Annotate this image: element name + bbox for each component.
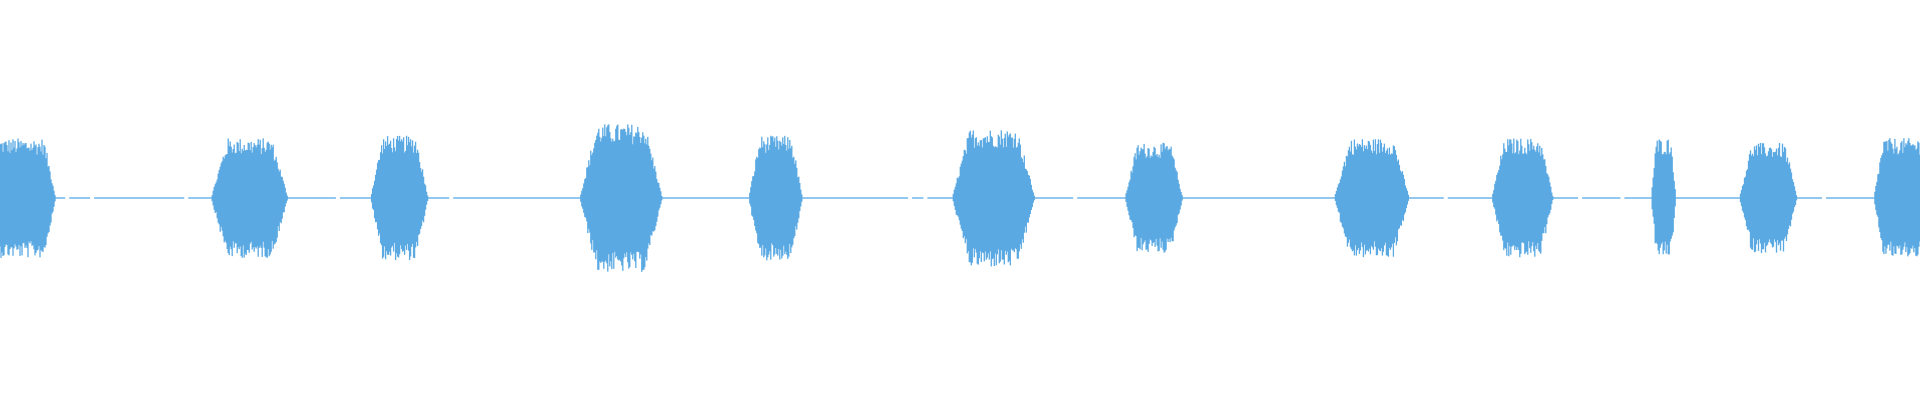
- waveform-burst: [952, 130, 1035, 267]
- waveform-burst: [1874, 138, 1920, 257]
- waveform-segment[interactable]: [370, 135, 429, 261]
- waveform-burst: [211, 138, 288, 258]
- waveform-burst: [0, 138, 56, 258]
- waveform-burst: [1125, 142, 1183, 253]
- waveform-segment[interactable]: [0, 138, 56, 258]
- waveform-burst: [1334, 139, 1410, 258]
- waveform-segment[interactable]: [1125, 142, 1183, 253]
- waveform-segment[interactable]: [1739, 143, 1798, 254]
- waveform-burst: [1492, 138, 1554, 258]
- waveform-segment[interactable]: [952, 130, 1035, 267]
- waveform-burst: [749, 135, 803, 261]
- waveform-burst: [1739, 143, 1798, 254]
- waveform-burst: [370, 135, 429, 261]
- waveform-segment[interactable]: [1651, 139, 1676, 255]
- waveform-segment[interactable]: [211, 138, 288, 258]
- waveform-segment[interactable]: [749, 135, 803, 261]
- waveform-segment[interactable]: [580, 124, 663, 272]
- waveform-burst: [580, 124, 663, 272]
- waveform-segment[interactable]: [1334, 139, 1410, 258]
- waveform-burst: [1651, 139, 1676, 255]
- waveform-segment[interactable]: [1492, 138, 1554, 258]
- waveform-segment[interactable]: [1874, 138, 1920, 257]
